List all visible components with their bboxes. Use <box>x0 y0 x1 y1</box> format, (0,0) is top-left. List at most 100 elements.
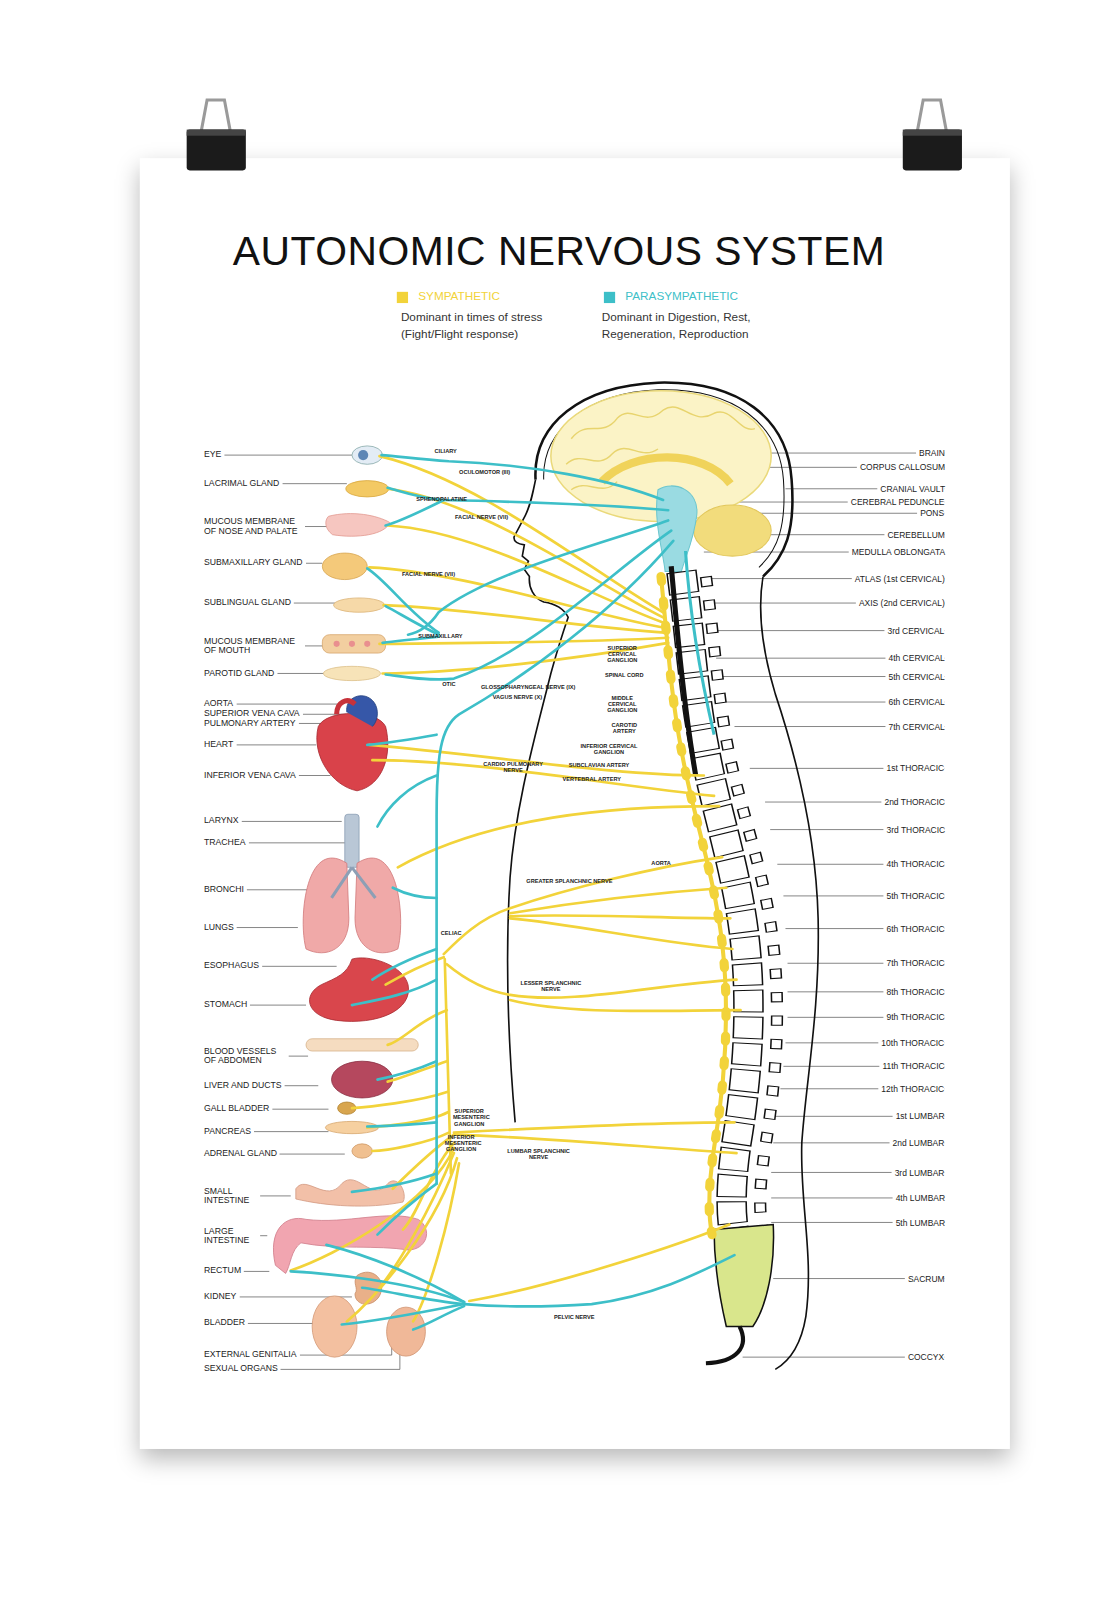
binder-clip <box>917 100 947 133</box>
anatomy-label: CORPUS CALLOSUM <box>857 463 945 472</box>
anatomy-label: 4th CERVICAL <box>885 654 944 663</box>
sympathetic-nerve <box>388 1061 447 1081</box>
parasympathetic-nerve <box>291 1271 464 1302</box>
anatomy-label: 3rd LUMBAR <box>892 1168 945 1177</box>
parasympathetic-nerve <box>367 568 438 632</box>
parasympathetic-nerve <box>372 949 436 980</box>
organ-label: MUCOUS MEMBRANE OF MOUTH <box>204 636 305 655</box>
organ-label: LUNGS <box>204 922 237 932</box>
sympathetic-nerve <box>454 1135 737 1153</box>
anatomy-label: MEDULLA OBLONGATA <box>849 547 945 556</box>
parasympathetic-nerve <box>413 1306 464 1329</box>
organ-illustration <box>303 858 349 953</box>
anatomy-label: 7th THORACIC <box>883 959 944 968</box>
sympathetic-nerve <box>291 1148 454 1270</box>
anatomy-label: 5th THORACIC <box>883 891 944 900</box>
sympathetic-nerve <box>383 643 669 674</box>
organ-label: BLOOD VESSELS OF ABDOMEN <box>204 1046 289 1065</box>
sympathetic-nerve <box>398 806 719 867</box>
parasympathetic-nerve <box>393 888 437 898</box>
vertebral-column <box>706 1327 743 1364</box>
sympathetic-nerve <box>454 1122 735 1132</box>
nerve-label: CARDIO PULMONARY NERVE <box>478 761 547 774</box>
organ-illustration <box>345 814 359 867</box>
organ-illustration <box>334 598 385 612</box>
sympathetic-nerve <box>388 1010 447 1045</box>
organ-illustration <box>306 1039 418 1051</box>
anatomy-label: CRANIAL VAULT <box>877 484 945 493</box>
nerve-label: FACIAL NERVE (VII) <box>402 570 455 576</box>
anatomy-label: 5th LUMBAR <box>893 1218 945 1227</box>
brain <box>602 457 731 483</box>
anatomy-label: 10th THORACIC <box>878 1038 944 1047</box>
parasympathetic-nerve <box>408 520 668 634</box>
organ-illustration <box>273 446 426 1357</box>
parasympathetic-nerve <box>291 455 735 1329</box>
anatomy-label: CEREBRAL PEDUNCLE <box>848 497 945 506</box>
anatomy-label: ATLAS (1st CERVICAL) <box>852 574 945 583</box>
vertebral-column <box>686 551 715 735</box>
parasympathetic-nerve <box>367 1122 436 1126</box>
sympathetic-nerve <box>291 456 741 1321</box>
organ-illustration <box>337 701 355 714</box>
sympathetic-nerve <box>372 760 714 796</box>
organ-label: SUBMAXILLARY GLAND <box>204 558 306 568</box>
parasympathetic-nerve <box>437 541 674 1184</box>
anatomy-label: 1st THORACIC <box>883 764 944 773</box>
nerve-label: OTIC <box>442 681 455 687</box>
organ-label: PAROTID GLAND <box>204 668 277 678</box>
organ-illustration <box>358 450 368 460</box>
anatomy-label: 7th CERVICAL <box>885 722 944 731</box>
nerve-label: MIDDLE CERVICAL GANGLION <box>602 695 643 714</box>
parasympathetic-nerve <box>377 776 436 827</box>
organ-label: AORTA <box>204 699 236 709</box>
anatomy-label: 1st LUMBAR <box>893 1112 945 1121</box>
sympathetic-nerve <box>444 857 722 954</box>
anatomy-label: 12th THORACIC <box>878 1084 944 1093</box>
organ-label: GALL BLADDER <box>204 1104 272 1114</box>
sympathetic-nerve <box>347 1158 457 1321</box>
body-outline <box>535 383 792 577</box>
organ-illustration <box>355 858 401 953</box>
parasympathetic-nerve <box>352 980 437 1006</box>
organ-illustration <box>322 553 367 580</box>
brain <box>571 407 755 439</box>
organ-illustration <box>364 641 370 647</box>
organ-illustration <box>273 1216 426 1274</box>
nerve-label: FACIAL NERVE (VII) <box>455 514 508 520</box>
anatomy-label: 8th THORACIC <box>883 987 944 996</box>
nerve-label: VAGUS NERVE (X) <box>493 694 542 700</box>
nerve-label: SPHENOPALATINE <box>416 496 467 502</box>
sympathetic-nerve <box>510 888 726 914</box>
nerve-label: AORTA <box>651 860 671 866</box>
organ-label: EYE <box>204 450 224 460</box>
binder-clip <box>187 100 246 170</box>
parasympathetic-nerve <box>377 1184 436 1235</box>
parasympathetic-nerve <box>326 1245 464 1302</box>
nerve-label: CILIARY <box>435 448 457 454</box>
body-outline <box>508 480 569 1123</box>
poster-title: AUTONOMIC NERVOUS SYSTEM <box>0 229 1118 275</box>
nerve-label: SUBMAXILLARY <box>418 633 462 639</box>
binder-clip <box>903 130 962 136</box>
anatomy-label: BRAIN <box>916 448 945 457</box>
anatomy-label: 3rd THORACIC <box>883 825 945 834</box>
anatomy-label: 6th CERVICAL <box>885 697 944 706</box>
organ-label: TRACHEA <box>204 838 249 848</box>
organ-illustration <box>334 641 340 647</box>
organ-label: SEXUAL ORGANS <box>204 1364 281 1374</box>
organ-illustration <box>352 1144 372 1158</box>
organ-illustration <box>322 635 385 653</box>
anatomy-label: AXIS (2nd CERVICAL) <box>856 598 945 607</box>
legend-swatch <box>604 292 615 303</box>
sympathetic-nerve <box>510 915 730 918</box>
organ-illustration <box>352 446 383 464</box>
binder-clip <box>903 100 962 170</box>
sympathetic-chain <box>661 577 726 1235</box>
anatomy-label: 3rd CERVICAL <box>884 626 944 635</box>
organ-illustration <box>349 641 355 647</box>
organ-illustration <box>312 1296 357 1357</box>
nerve-label: LESSER SPLANCHNIC NERVE <box>514 980 587 993</box>
anatomy-label: 2nd THORACIC <box>881 797 945 806</box>
